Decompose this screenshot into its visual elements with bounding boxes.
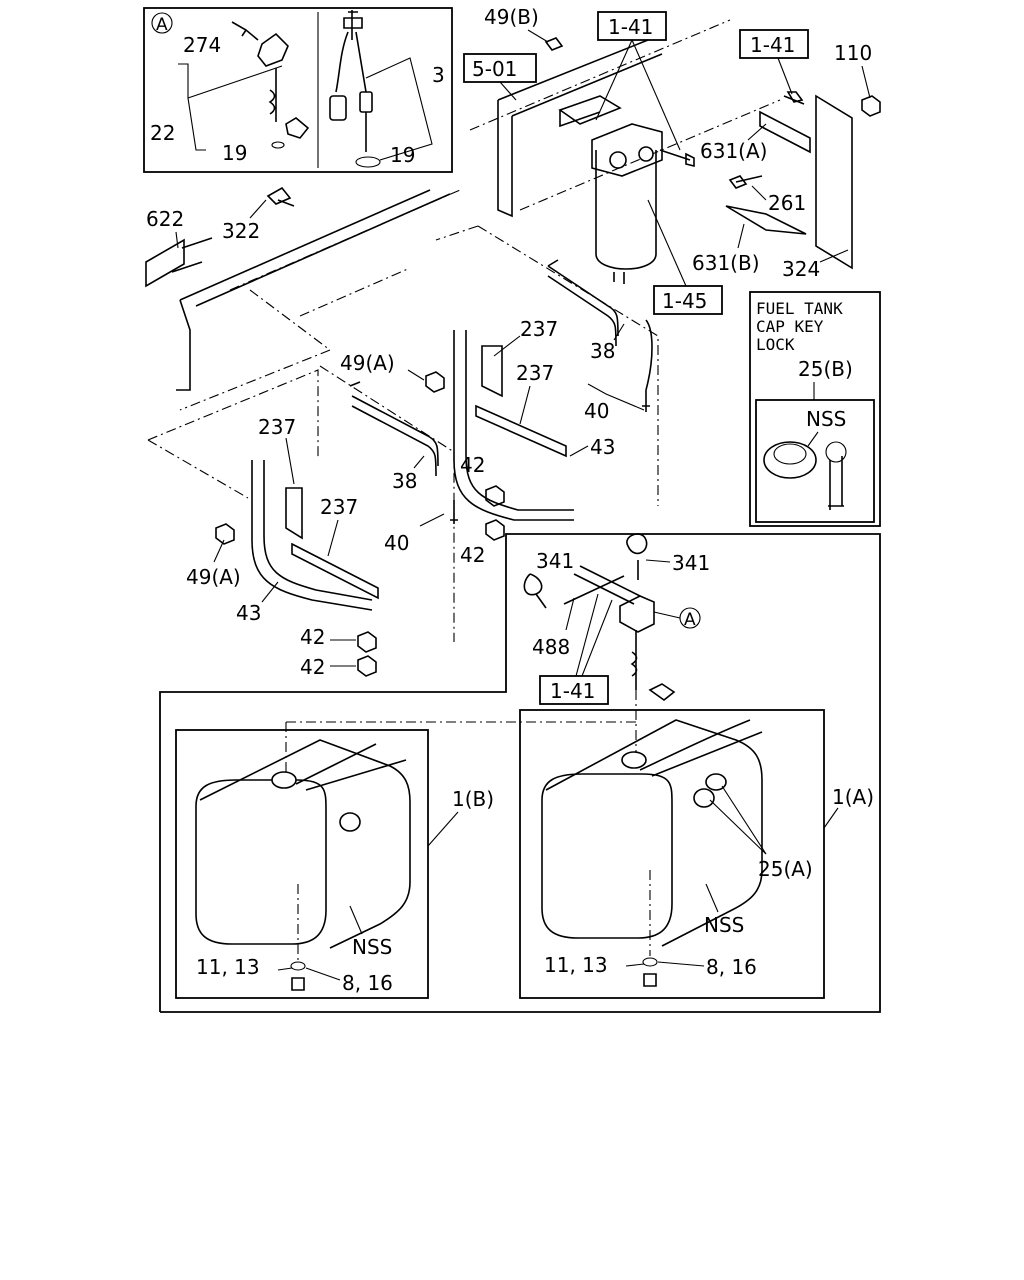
nut-42-c xyxy=(357,631,377,653)
callout-11-13-right: 11, 13 xyxy=(544,953,608,977)
sender-alignment-line xyxy=(285,690,637,776)
nut-49a-top xyxy=(425,371,445,393)
callout-43-b: 43 xyxy=(236,601,261,625)
callout-237-d: 237 xyxy=(320,495,358,519)
ref-1-41-top: 1-41 xyxy=(608,15,653,39)
callout-341-left: 341 xyxy=(536,549,574,573)
callout-8-16-right: 8, 16 xyxy=(706,955,757,979)
cap-box-title-line3: LOCK xyxy=(756,335,795,354)
ref-1-41-bottom: 1-41 xyxy=(550,679,595,703)
callout-237-a: 237 xyxy=(520,317,558,341)
tank-bracket-upper xyxy=(435,225,659,521)
callout-22: 22 xyxy=(150,121,175,145)
tank-assembly-frame xyxy=(159,533,881,1013)
ref-box-1-41-bottom xyxy=(539,675,609,705)
callout-38-b: 38 xyxy=(392,469,417,493)
callout-274: 274 xyxy=(183,33,221,57)
callout-19-left: 19 xyxy=(222,141,247,165)
callout-488: 488 xyxy=(532,635,570,659)
tank-bracket-lower xyxy=(147,365,458,642)
callout-631b: 631(B) xyxy=(692,251,760,275)
callout-11-13-left: 11, 13 xyxy=(196,955,260,979)
ref-box-1-45 xyxy=(653,285,723,315)
frame-and-filter-assembly xyxy=(469,19,781,284)
fuel-tank-1a xyxy=(541,719,763,987)
callout-1b: 1(B) xyxy=(452,787,494,811)
callout-38-a: 38 xyxy=(590,339,615,363)
callout-25b: 25(B) xyxy=(798,357,853,381)
nss-right-tank: NSS xyxy=(704,913,744,937)
callout-322: 322 xyxy=(222,219,260,243)
callout-237-c: 237 xyxy=(258,415,296,439)
ref-box-1-41-right xyxy=(739,29,809,59)
callout-110: 110 xyxy=(834,41,872,65)
callout-49b: 49(B) xyxy=(484,5,539,29)
nut-42-d xyxy=(357,655,377,677)
cap-box-nss: NSS xyxy=(806,407,846,431)
bracket-324 xyxy=(725,91,853,270)
nut-110 xyxy=(861,95,881,117)
callout-43-a: 43 xyxy=(590,435,615,459)
callout-324: 324 xyxy=(782,257,820,281)
callout-42-d: 42 xyxy=(300,655,325,679)
callout-42-b: 42 xyxy=(460,543,485,567)
fuel-tank-1b xyxy=(195,739,411,991)
ref-1-45: 1-45 xyxy=(662,289,707,313)
callout-40-b: 40 xyxy=(384,531,409,555)
callout-19-right: 19 xyxy=(390,143,415,167)
callout-631a: 631(A) xyxy=(700,139,767,163)
callout-8-16-left: 8, 16 xyxy=(342,971,393,995)
inset-a-sender-unit: A xyxy=(143,7,453,173)
callout-42-c: 42 xyxy=(300,625,325,649)
callout-49a-top: 49(A) xyxy=(340,351,395,375)
callout-25a: 25(A) xyxy=(758,857,813,881)
nut-42-a xyxy=(485,485,505,507)
nss-left-tank: NSS xyxy=(352,935,392,959)
callout-3: 3 xyxy=(432,63,445,87)
callout-237-b: 237 xyxy=(516,361,554,385)
inset-a-circle-label: A xyxy=(156,15,168,35)
cap-box-title-line2: CAP KEY xyxy=(756,317,824,336)
cap-key-lock-panel xyxy=(749,291,881,527)
inset-a-reference-circle: A xyxy=(684,610,696,630)
ref-1-41-right: 1-41 xyxy=(750,33,795,57)
ref-5-01: 5-01 xyxy=(472,57,517,81)
cap-box-title-line1: FUEL TANK xyxy=(756,299,843,318)
callout-42-a: 42 xyxy=(460,453,485,477)
nut-42-b xyxy=(485,519,505,541)
callout-622: 622 xyxy=(146,207,184,231)
callout-49a-bottom: 49(A) xyxy=(186,565,241,589)
frame-rail xyxy=(145,186,461,411)
callout-1a: 1(A) xyxy=(832,785,874,809)
nut-49a-bottom xyxy=(215,523,235,545)
callout-341-right: 341 xyxy=(672,551,710,575)
callout-40-a: 40 xyxy=(584,399,609,423)
callout-261: 261 xyxy=(768,191,806,215)
